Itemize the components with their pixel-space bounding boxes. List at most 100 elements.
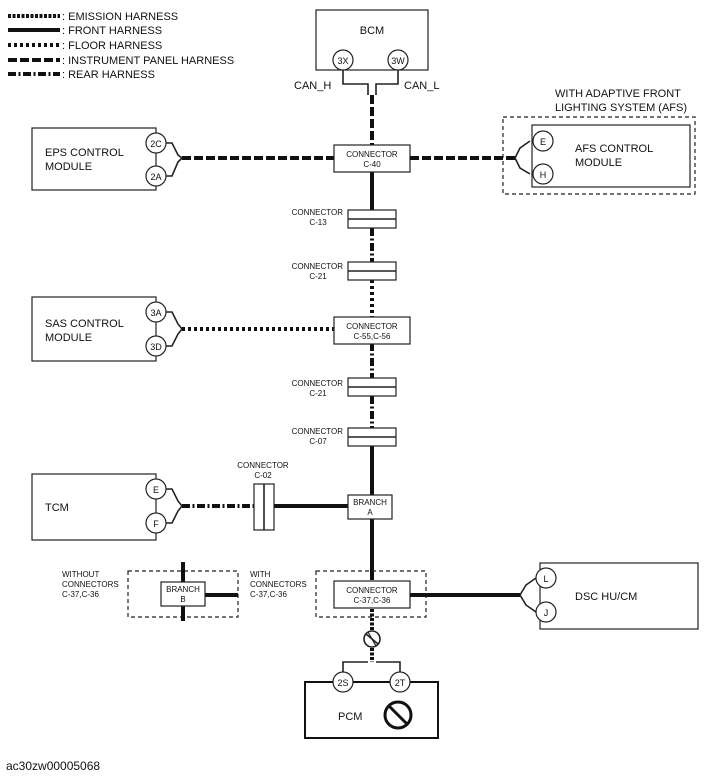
pcm-pin-2t-label: 2T [395,678,406,688]
connector-c21b-label-2: C-21 [309,389,327,398]
eps-pin-2c-lead [166,142,183,159]
sas-pin-3d-lead [166,328,183,347]
tcm-pin-f-label: F [153,519,159,529]
sas-label-line1: SAS CONTROL [45,318,124,330]
afs-pin-h-lead [514,157,531,175]
eps-pin-2c [145,132,167,154]
sas-module: SAS CONTROL MODULE 3A 3D [31,296,334,362]
dsc-box [539,562,699,630]
afs-note-line2: LIGHTING SYSTEM (AFS) [555,102,687,114]
afs-pin-e-label: E [540,137,546,147]
connector-c21-upper: CONNECTOR C-21 [292,261,397,281]
pcm-pin-2s [332,671,354,693]
terminator-symbol [363,630,381,648]
afs-note-line1: WITH ADAPTIVE FRONT [555,88,681,100]
dsc-pin-j-lead [519,594,537,613]
connector-c55-label-1: CONNECTOR [346,322,398,331]
dsc-pin-j-label: J [544,608,549,618]
afs-module: WITH ADAPTIVE FRONT LIGHTING SYSTEM (AFS… [410,88,696,195]
afs-pin-e-lead [514,140,531,159]
bcm-module: BCM 3X 3W CAN_H CAN_L [294,9,439,95]
dsc-pin-l [535,567,557,589]
pcm-pin-2t [389,671,411,693]
variant-without-line2: CONNECTORS [62,580,119,589]
tcm-label: TCM [45,502,69,514]
branch-b-option: BRANCH B [127,562,239,621]
afs-label-line1: AFS CONTROL [575,143,653,155]
bcm-pin-3x [332,49,354,71]
variant-labels: WITHOUT CONNECTORS C-37,C-36 WITH CONNEC… [62,570,307,599]
sas-pin-3d [145,335,167,357]
branch-b-box [160,581,206,607]
bcm-can-l-lead [375,70,399,95]
variant-without-line1: WITHOUT [62,570,99,579]
tcm-pin-e-lead [166,488,183,507]
legend-emission-label: : EMISSION HARNESS [62,11,178,23]
connector-c07: CONNECTOR C-07 [292,427,397,447]
dsc-pin-l-label: L [543,574,548,584]
connector-c13-label-2: C-13 [309,218,327,227]
connector-c40: CONNECTOR C-40 [333,144,411,173]
connector-c07-label-1: CONNECTOR [292,427,344,436]
legend-floor-label: : FLOOR HARNESS [62,40,162,52]
sas-box [31,296,157,362]
tcm-pin-e [145,478,167,500]
sas-pin-3a [145,301,167,323]
legend-instrument-label: : INSTRUMENT PANEL HARNESS [62,55,234,67]
connector-c21a-label-2: C-21 [309,272,327,281]
bcm-label: BCM [360,25,384,37]
connector-c21b-label-1: CONNECTOR [292,379,344,388]
pcm-pin-2t-lead [376,661,401,672]
connector-c02-label-1: CONNECTOR [237,461,289,470]
bcm-pin-3x-label: 3X [337,56,348,66]
afs-option-frame [502,116,696,195]
sas-pin-3d-label: 3D [150,342,162,352]
eps-pin-2c-label: 2C [150,139,162,149]
dsc-pin-l-lead [519,577,537,596]
connector-c55-c56: CONNECTOR C-55,C-56 [333,316,411,345]
branch-a: BRANCH A [347,494,393,520]
connector-c37-label-1: CONNECTOR [346,586,398,595]
variant-with-line1: WITH [250,570,271,579]
variant-with-line3: C-37,C-36 [250,590,287,599]
terminator-slash-2 [367,631,377,647]
afs-pin-e [532,130,554,152]
tcm-pin-e-label: E [153,485,159,495]
connector-c40-box [333,144,411,173]
connector-c37-label-2: C-37,C-36 [354,596,391,605]
bcm-pin-3w-label: 3W [391,56,405,66]
tcm-pin-f [145,512,167,534]
figure-code: ac30zw00005068 [6,759,100,773]
branch-a-label-2: A [367,508,373,517]
tcm-module: TCM E F [31,473,348,541]
eps-module: EPS CONTROL MODULE 2C 2A [31,127,334,191]
termination-resistor-icon [383,700,413,730]
connector-c40-label-1: CONNECTOR [346,150,398,159]
branch-a-box [347,494,393,520]
tcm-pin-f-lead [166,505,183,524]
connector-c37-option: CONNECTOR C-37,C-36 [315,570,427,618]
connector-c55-label-2: C-55,C-56 [354,332,391,341]
bcm-can-h-lead [342,70,369,95]
connector-c40-label-2: C-40 [363,160,381,169]
connector-c07-label-2: C-07 [309,437,327,446]
legend-front-label: : FRONT HARNESS [62,25,162,37]
connector-c13: CONNECTOR C-13 [292,208,397,229]
connector-c02-label-2: C-02 [254,471,272,480]
pcm-label: PCM [338,711,362,723]
bcm-pin-3w [387,49,409,71]
eps-pin-2a-label: 2A [150,172,161,182]
eps-label-line1: EPS CONTROL [45,147,124,159]
pcm-pin-2s-lead [342,661,368,672]
pcm-module: 2S 2T PCM [304,661,439,739]
tcm-box [31,473,157,541]
legend-rear-label: : REAR HARNESS [62,69,155,81]
afs-pin-h-label: H [540,170,547,180]
sas-label-line2: MODULE [45,332,92,344]
connector-c21a-label-1: CONNECTOR [292,262,344,271]
dsc-label: DSC HU/CM [575,591,637,603]
branch-b-label-2: B [180,595,185,604]
can-l-label: CAN_L [404,80,439,92]
connector-c37-box [333,580,411,609]
afs-pin-h [532,163,554,185]
